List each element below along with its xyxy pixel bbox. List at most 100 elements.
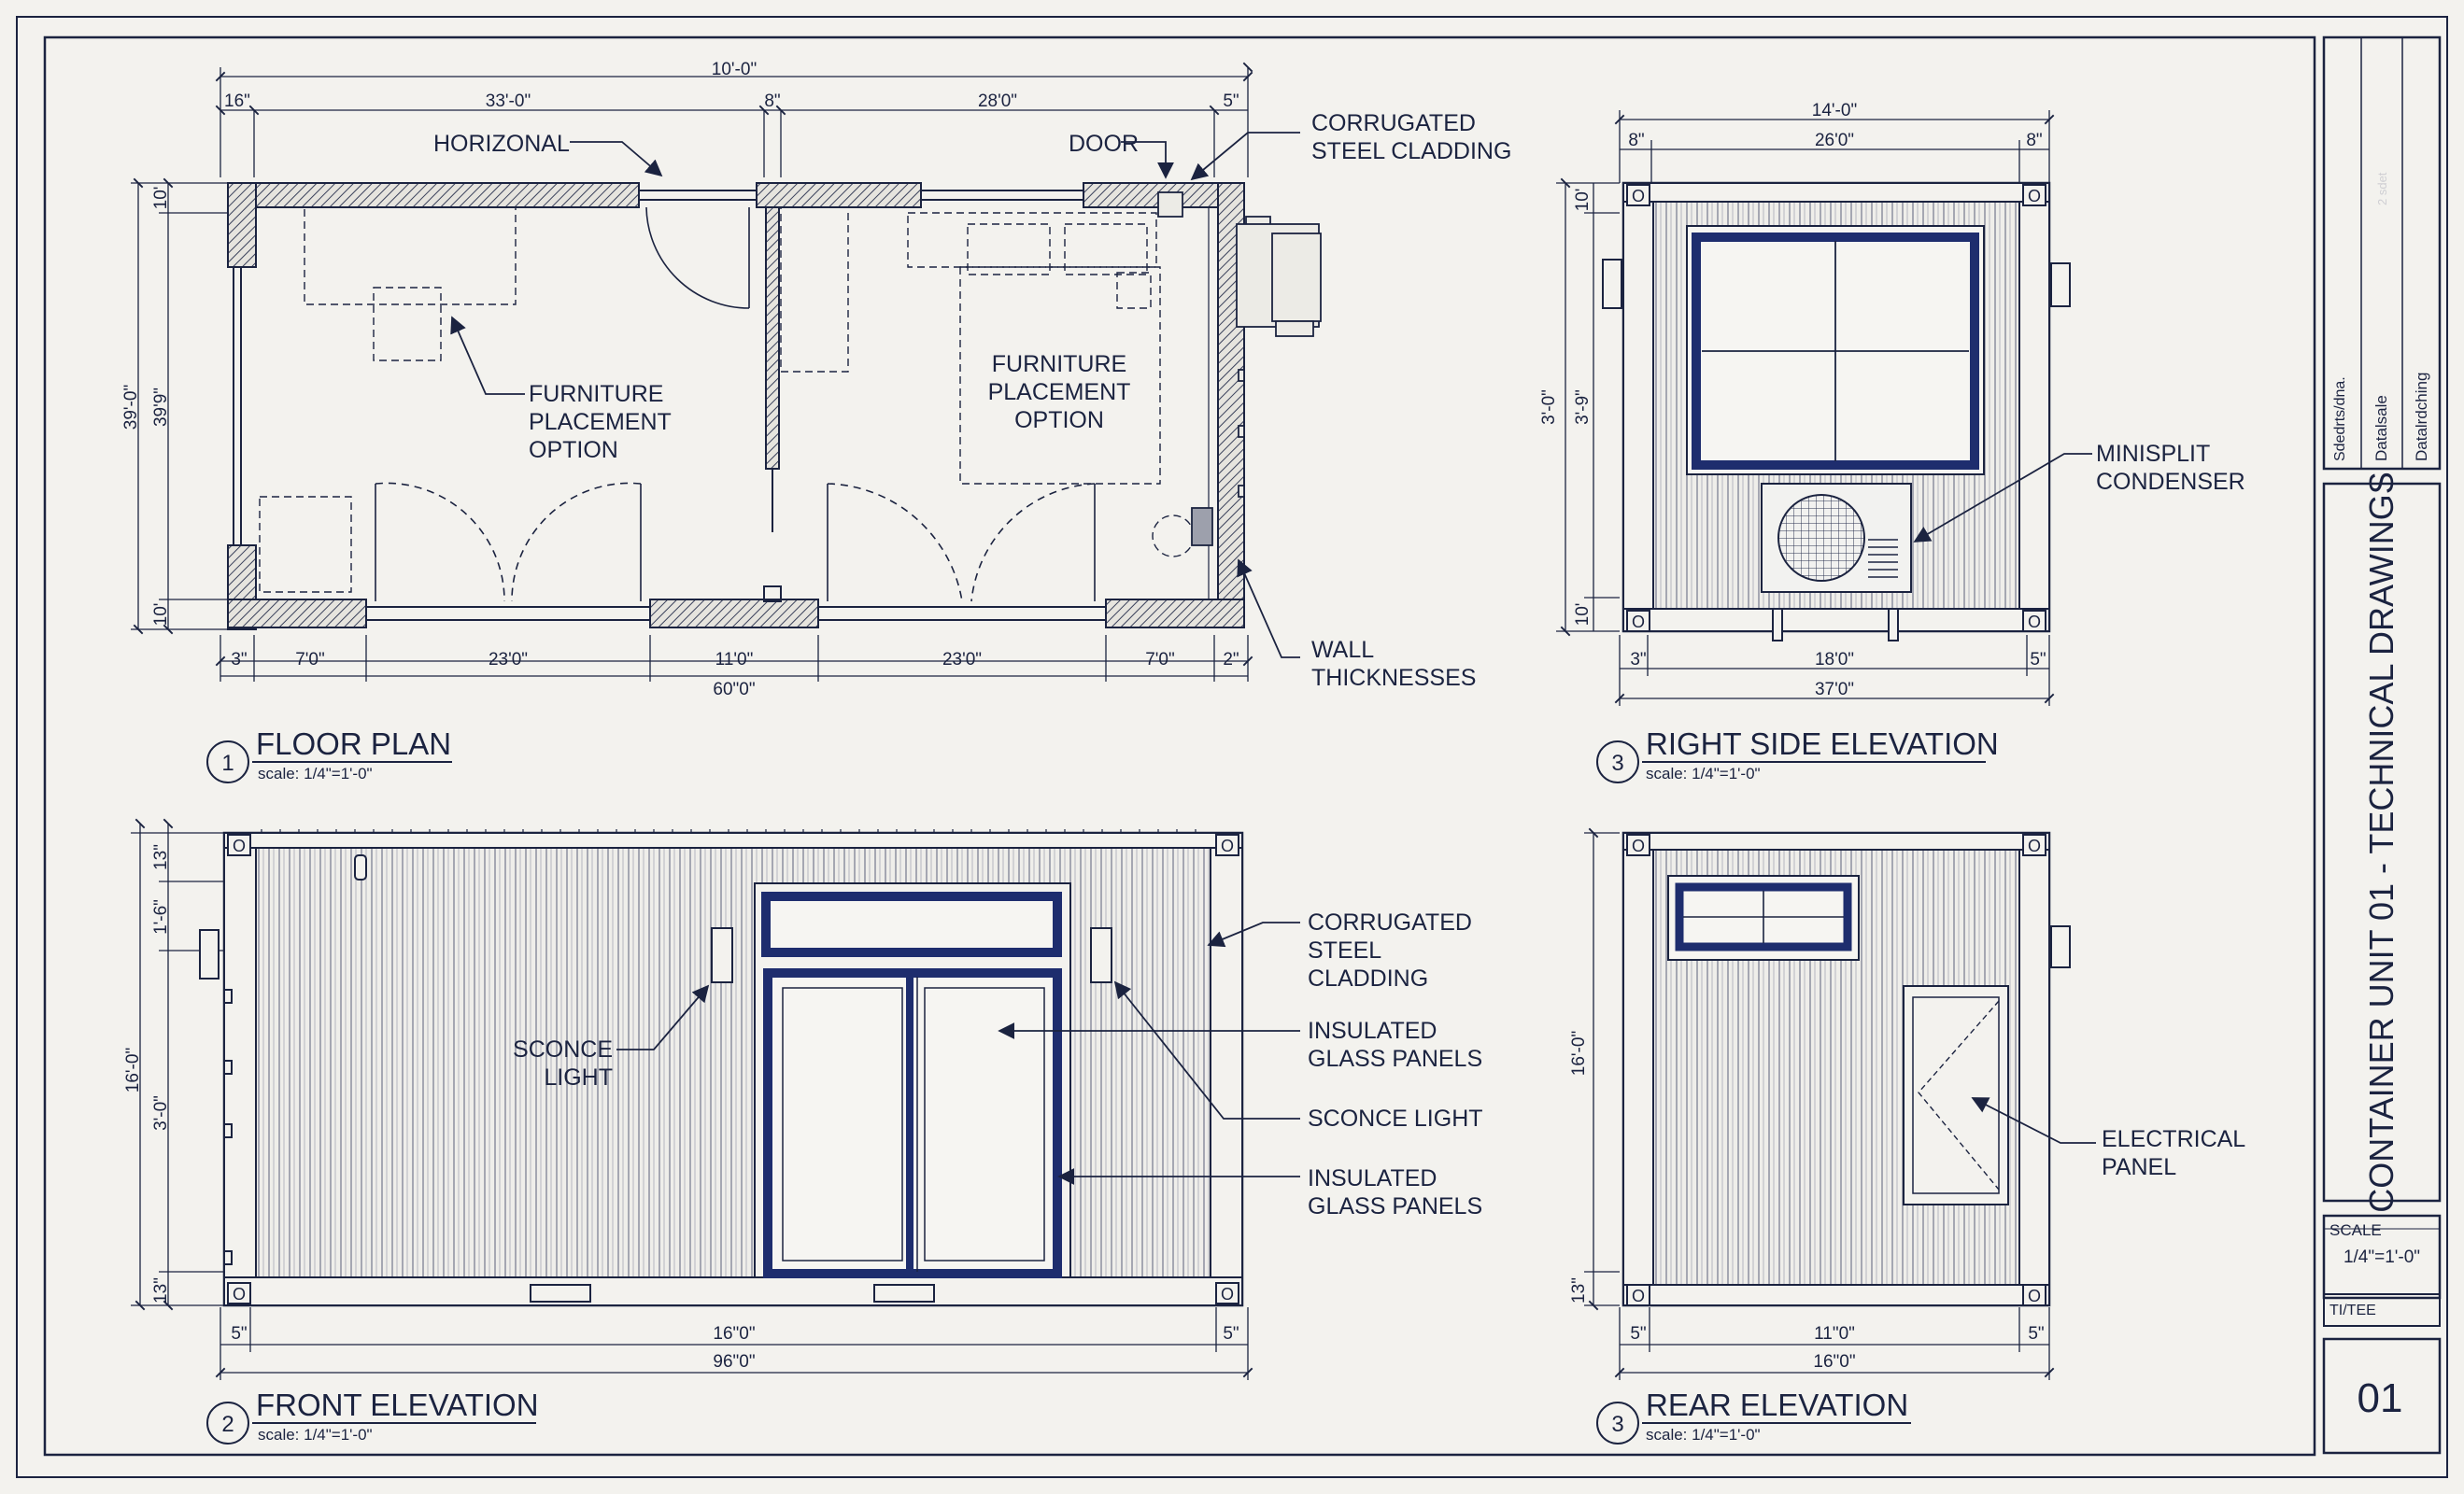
svg-text:O: O [233,837,246,855]
floor-plan-leaders [450,132,1300,658]
door-swing [645,206,750,309]
title-block: Sdedrts/dna. Datalsale Datalrdching 2 sd… [2322,35,2442,1455]
outer-border [16,16,2448,1478]
svg-text:O: O [1632,1287,1645,1305]
re-dim-bot-b: 11"0" [1814,1324,1855,1344]
label-furniture-right-3: OPTION [1014,407,1104,433]
minisplit-condenser [1761,483,1912,593]
svg-text:O: O [2028,1287,2041,1305]
rse-dim-bot-overall: 37'0" [1815,680,1854,699]
fp-dim-top-b: 33'-0" [486,92,531,111]
fp-dim-bot-e: 23'0" [942,650,982,669]
furniture-dashed [259,206,1195,593]
fp-dim-bot-c: 23'0" [489,650,528,669]
right-side-elevation: 14'-0" 8" 26'0" 8" 3" 18'0" 5" 37'0" 3'-… [1539,101,2245,783]
view-scale: scale: 1/4"=1'-0" [1646,765,1761,782]
re-window [1667,875,1860,961]
label-condenser-1: MINISPLIT [2096,441,2210,467]
re-dimensions [1584,827,2055,1380]
floor-plan-equipment [1157,191,1322,546]
svg-text:O: O [1632,187,1645,205]
title-block-label-2: Datalsale [2372,395,2390,461]
svg-text:O: O [1632,613,1645,631]
floor-plan: 10'-0" 16" 33'-0" 8" 28'0" 5" 3" 7'0" 23… [121,60,1511,783]
fe-dim-left-c: 3'-0" [151,1095,171,1131]
fe-frame [199,832,1243,1306]
re-dim-left-outer: 16'-0" [1569,1031,1589,1076]
fe-dim-bot-c: 5" [1223,1324,1239,1344]
label-horizonal: HORIZONAL [433,131,570,157]
rear-elevation: 16'-0" 13" 5" 11"0" 5" 16"0" O O O O [1569,827,2245,1445]
view-title: FRONT ELEVATION [256,1388,539,1422]
label-fe-cladding-2: STEEL [1308,937,1381,964]
rse-dim-top-b: 26'0" [1815,131,1854,150]
view-scale: scale: 1/4"=1'-0" [258,765,373,782]
rse-dim-bot-b: 18'0" [1815,650,1854,669]
fe-dim-bot-overall: 96"0" [713,1352,755,1372]
electrical-panel [1903,985,2009,1205]
bottom-doors [375,482,1096,602]
fe-dim-left-outer: 16'-0" [123,1048,143,1092]
fe-sliding-door [754,882,1071,1278]
rse-dim-bot-c: 5" [2030,650,2046,669]
fe-sconces [354,854,1112,983]
label-wall-2: THICKNESSES [1311,665,1476,691]
fp-dim-bot-a: 3" [231,650,247,669]
label-fe-cladding-3: CLADDING [1308,965,1428,992]
sheet-title: CONTAINER UNIT 01 - TECHNICAL DRAWINGS [2362,472,2400,1212]
floor-plan-dimensions [131,62,1253,682]
label-glass-2a: INSULATED [1308,1165,1437,1191]
label-furniture-right-2: PLACEMENT [988,379,1131,405]
fe-dim-left-b: 1'-6" [151,899,171,935]
label-panel-1: ELECTRICAL [2102,1126,2245,1152]
fe-container-body [222,831,1244,1307]
svg-text:O: O [1221,1285,1234,1304]
view-scale: scale: 1/4"=1'-0" [1646,1426,1761,1444]
title-label: TI/TEE [2329,1303,2376,1318]
fp-dim-bot-g: 2" [1223,650,1239,669]
label-furniture-left-1: FURNITURE [529,381,663,407]
rse-dim-left-inner: 3'-9" [1573,389,1593,425]
re-dim-bot-overall: 16"0" [1813,1352,1855,1372]
fp-dim-bot-overall: 60"0" [713,680,755,699]
svg-text:O: O [2028,187,2041,205]
fp-dim-left-outer: 39'-0" [121,385,141,430]
label-wall-1: WALL [1311,637,1374,663]
label-panel-2: PANEL [2102,1154,2176,1180]
label-sconce-right: SCONCE LIGHT [1308,1106,1483,1132]
view-number: 3 [1611,1412,1623,1437]
floor-plan-walls [227,182,1245,630]
view-number: 2 [221,1412,234,1437]
fe-roof-ribs [261,829,1197,833]
front-elevation: 16'-0" 13" 1'-6" 3'-0" 13" 5" 16"0" 5" 9… [123,818,1483,1445]
drawing-border [43,35,2316,1457]
view-number: 1 [221,751,234,776]
rse-leader [1913,453,2092,543]
label-furniture-left-2: PLACEMENT [529,409,672,435]
rse-dimensions [1556,110,2055,706]
label-door: DOOR [1069,131,1139,157]
scale-value: 1/4"=1'-0" [2344,1247,2420,1267]
svg-text:O: O [1632,837,1645,855]
label-sconce-left-2: LIGHT [544,1064,613,1091]
re-dim-bot-a: 5" [1630,1324,1646,1344]
view-scale: scale: 1/4"=1'-0" [258,1426,373,1444]
rse-dim-bot-a: 3" [1630,650,1646,669]
fp-dim-bot-f: 7'0" [1145,650,1175,669]
fp-dim-left-top: 10' [151,187,171,210]
fe-dim-left-a: 13" [151,844,171,870]
fp-dim-left-inner: 39'9" [151,388,171,427]
sheet-number: 01 [2358,1375,2403,1421]
fp-dim-top-c: 8" [764,92,780,111]
rse-window [1686,225,1985,475]
view-title: RIGHT SIDE ELEVATION [1646,726,1999,761]
svg-text:O: O [2028,613,2041,631]
label-cladding-line2: STEEL CLADDING [1311,138,1511,164]
fp-dim-top-a: 16" [224,92,250,111]
title-block-label-3: Datalrdching [2413,373,2430,461]
label-glass-1a: INSULATED [1308,1018,1437,1044]
fe-dim-bot-a: 5" [231,1324,247,1344]
view-number-circle [1596,740,1639,783]
rse-dim-top-c: 8" [2026,131,2042,150]
label-furniture-right-1: FURNITURE [992,351,1126,377]
